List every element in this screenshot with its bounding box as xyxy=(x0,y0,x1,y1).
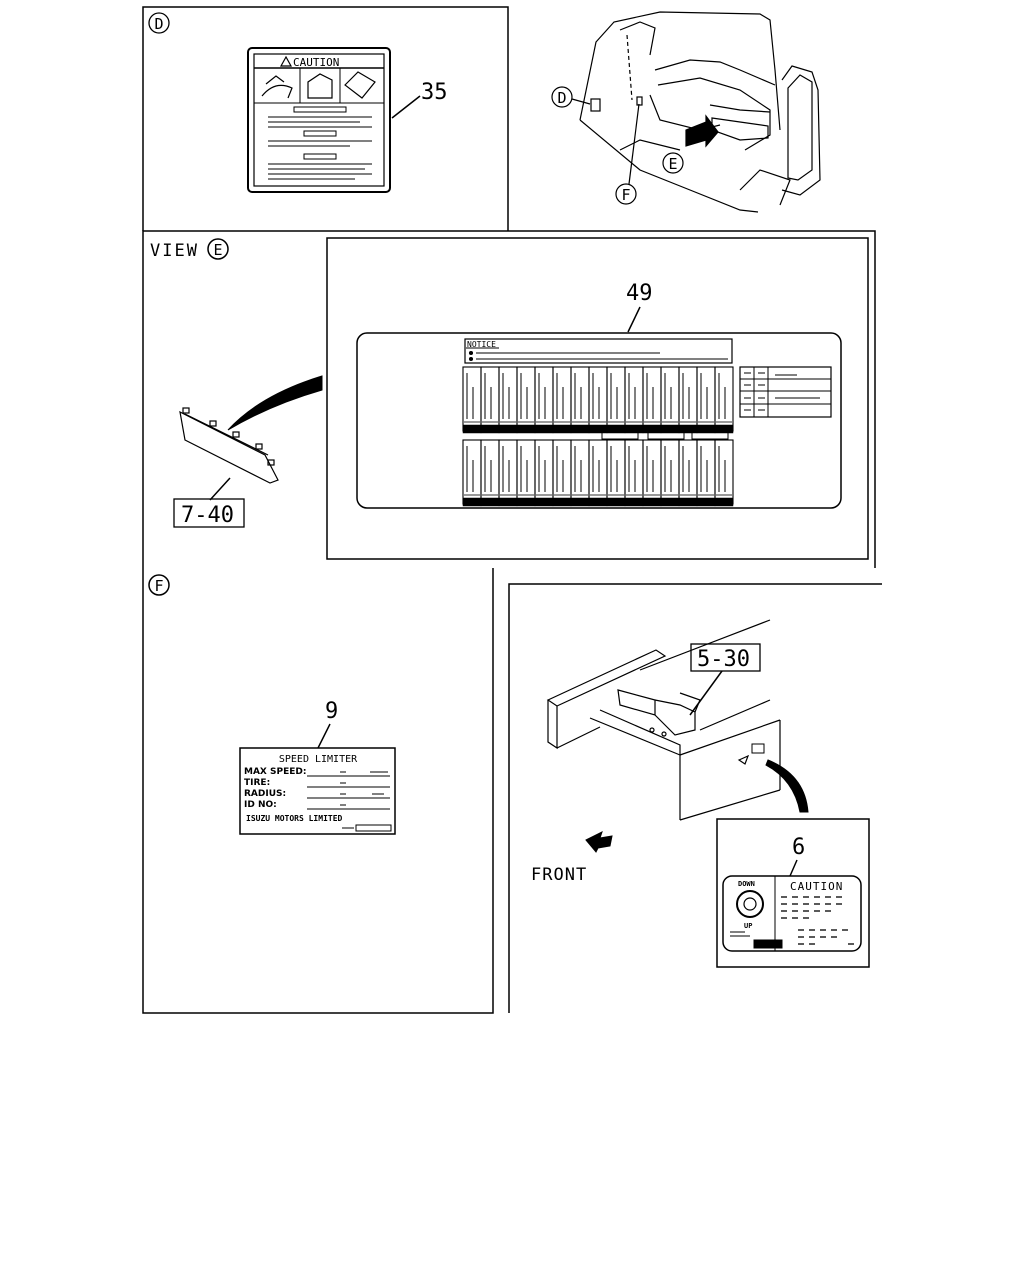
frame-rail xyxy=(546,619,781,821)
fuse-number: 15 xyxy=(720,427,728,434)
overview-marker-d: D xyxy=(557,89,566,107)
fuse-slot: 16 xyxy=(462,439,482,507)
fuse-number: 2 xyxy=(488,427,492,434)
fuse-slot: 14 xyxy=(696,366,716,434)
fuse-number: 8 xyxy=(596,427,600,434)
fuse-slot: 23 xyxy=(588,439,608,507)
fuse-number: 1 xyxy=(470,427,474,434)
fuse-slot: 10 xyxy=(624,366,644,434)
fuse-number: 20 xyxy=(540,500,548,507)
fuse-slot: 7 xyxy=(570,366,590,434)
fuse-number: 30 xyxy=(720,500,728,507)
caution-label-6: DOWN UP CAUTION xyxy=(722,875,862,952)
speed-limiter-label: SPEED LIMITER MAX SPEED: TIRE: RADIUS: I… xyxy=(239,747,396,835)
label-6-up: UP xyxy=(744,922,752,930)
fuse-slot: 21 xyxy=(552,439,572,507)
fuse-slot: 26 xyxy=(642,439,662,507)
fuse-number: 23 xyxy=(594,500,602,507)
part-number-9: 9 xyxy=(325,699,338,724)
fuse-number: 27 xyxy=(666,500,674,507)
fuse-slot: 13 xyxy=(678,366,698,434)
fuse-slot: 9 xyxy=(606,366,626,434)
fuse-slot: 20 xyxy=(534,439,554,507)
fuse-number: 22 xyxy=(576,500,584,507)
label-6-down: DOWN xyxy=(738,880,755,888)
fuse-number: 9 xyxy=(614,427,618,434)
part-number-35: 35 xyxy=(421,80,448,105)
ref-part-5-30: 5-30 xyxy=(697,647,750,672)
speed-limiter-row-2: TIRE: xyxy=(244,778,270,788)
panel-d-marker: D xyxy=(154,15,163,33)
overview-marker-f: F xyxy=(621,186,630,204)
part-number-49: 49 xyxy=(626,281,653,306)
fuse-number: 29 xyxy=(702,500,710,507)
caution-label-35: CAUTION xyxy=(247,47,391,193)
fuse-slot: 24 xyxy=(606,439,626,507)
fuse-slot: 29 xyxy=(696,439,716,507)
fuse-number: 21 xyxy=(558,500,566,507)
panel-d: D CAUTION xyxy=(142,6,509,231)
part-number-6: 6 xyxy=(792,835,805,860)
view-e-marker: E xyxy=(213,241,222,259)
notice-label: NOTICE xyxy=(467,340,496,349)
fuse-slot: 8 xyxy=(588,366,608,434)
speed-limiter-row-3: RADIUS: xyxy=(244,789,286,799)
fuse-number: 5 xyxy=(542,427,546,434)
fuse-legend-table xyxy=(739,366,832,418)
fuse-slot: 30 xyxy=(714,439,734,507)
fuse-slot: 19 xyxy=(516,439,536,507)
panel-f: F 9 SPEED LIMITER MAX SPEED: TIRE: RADIU… xyxy=(142,568,494,1014)
fuse-number: 4 xyxy=(524,427,528,434)
fuse-slot: 25 xyxy=(624,439,644,507)
fuse-number: 13 xyxy=(684,427,692,434)
fuse-number: 16 xyxy=(468,500,476,507)
fuse-number: 12 xyxy=(666,427,674,434)
fuse-slot: 6 xyxy=(552,366,572,434)
fuse-number: 14 xyxy=(702,427,710,434)
fuse-row-bottom: 16 17 18 19 20 21 22 23 24 25 26 27 28 29 30 xyxy=(462,439,734,507)
fuse-number: 26 xyxy=(648,500,656,507)
panel-f-marker: F xyxy=(154,577,163,595)
fuse-number: 10 xyxy=(630,427,638,434)
fuse-slot: 2 xyxy=(480,366,500,434)
fuse-number: 28 xyxy=(684,500,692,507)
caution-title: CAUTION xyxy=(293,56,339,69)
fuse-slot: 28 xyxy=(678,439,698,507)
fuse-number: 11 xyxy=(648,427,656,434)
cab-overview: D E F xyxy=(551,11,821,213)
fuse-slot: 22 xyxy=(570,439,590,507)
trim-panel xyxy=(179,407,279,484)
speed-limiter-row-4: ID NO: xyxy=(244,800,277,810)
panel-frame: 5-30 FRONT 6 xyxy=(508,583,882,1013)
fuse-slot: 4 xyxy=(516,366,536,434)
fuse-slot: 18 xyxy=(498,439,518,507)
fuse-slot: 27 xyxy=(660,439,680,507)
front-label: FRONT xyxy=(531,865,587,885)
fuse-slot: 15 xyxy=(714,366,734,434)
fuse-number: 7 xyxy=(578,427,582,434)
fuse-number: 3 xyxy=(506,427,510,434)
fuse-slot: 12 xyxy=(660,366,680,434)
speed-limiter-title: SPEED LIMITER xyxy=(279,754,358,765)
fuse-slot: 17 xyxy=(480,439,500,507)
fuse-number: 6 xyxy=(560,427,564,434)
ref-part-7-40: 7-40 xyxy=(181,503,234,528)
label-6-title: CAUTION xyxy=(790,880,843,893)
fuse-slot: 5 xyxy=(534,366,554,434)
fuse-number: 25 xyxy=(630,500,638,507)
fuse-number: 17 xyxy=(486,500,494,507)
fuse-number: 18 xyxy=(504,500,512,507)
fuse-number: 24 xyxy=(612,500,620,507)
fuse-slot: 3 xyxy=(498,366,518,434)
fuse-slot: 1 xyxy=(462,366,482,434)
fuse-slot: 11 xyxy=(642,366,662,434)
fuse-number: 19 xyxy=(522,500,530,507)
view-e-label: VIEW xyxy=(150,241,199,261)
overview-marker-e: E xyxy=(668,155,677,173)
speed-limiter-row-1: MAX SPEED: xyxy=(244,767,306,777)
speed-limiter-maker: ISUZU MOTORS LIMITED xyxy=(246,814,343,823)
